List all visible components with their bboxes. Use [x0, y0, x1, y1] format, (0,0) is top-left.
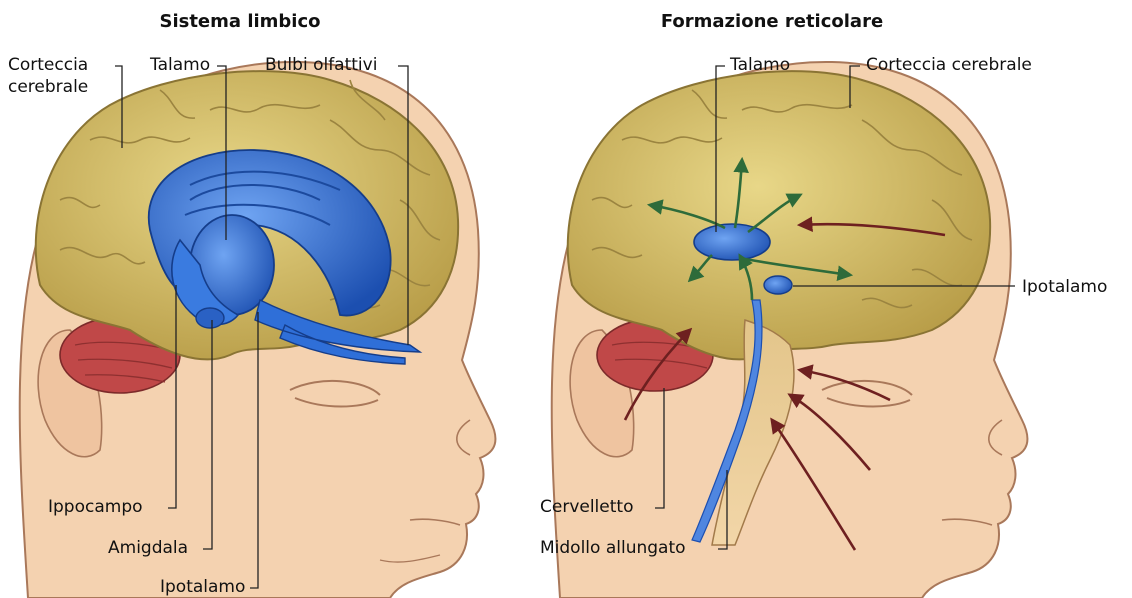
label-ipotalamo-left: Ipotalamo: [160, 577, 245, 597]
panel-reticular-formation: Formazione reticolare: [540, 11, 1107, 598]
label-corteccia-line1: Corteccia: [8, 55, 88, 75]
label-ipotalamo-right: Ipotalamo: [1022, 277, 1107, 297]
panel-title: Sistema limbico: [159, 11, 320, 32]
label-talamo: Talamo: [149, 55, 210, 75]
panel-limbic-system: Sistema limbico: [8, 11, 495, 598]
cerebral-cortex: [568, 71, 990, 359]
ipotalamo-structure: [764, 276, 792, 294]
panel-title: Formazione reticolare: [661, 11, 883, 32]
label-talamo: Talamo: [729, 55, 790, 75]
label-bulbi-olfattivi: Bulbi olfattivi: [265, 55, 377, 75]
label-ippocampo: Ippocampo: [48, 497, 143, 517]
amygdala-structure: [196, 308, 224, 328]
label-corteccia-cerebrale: Corteccia cerebrale: [866, 55, 1032, 75]
label-amigdala: Amigdala: [108, 538, 188, 558]
label-corteccia-line2: cerebrale: [8, 77, 88, 97]
label-midollo-allungato: Midollo allungato: [540, 538, 686, 558]
label-cervelletto: Cervelletto: [540, 497, 633, 517]
talamo-structure: [694, 224, 770, 260]
